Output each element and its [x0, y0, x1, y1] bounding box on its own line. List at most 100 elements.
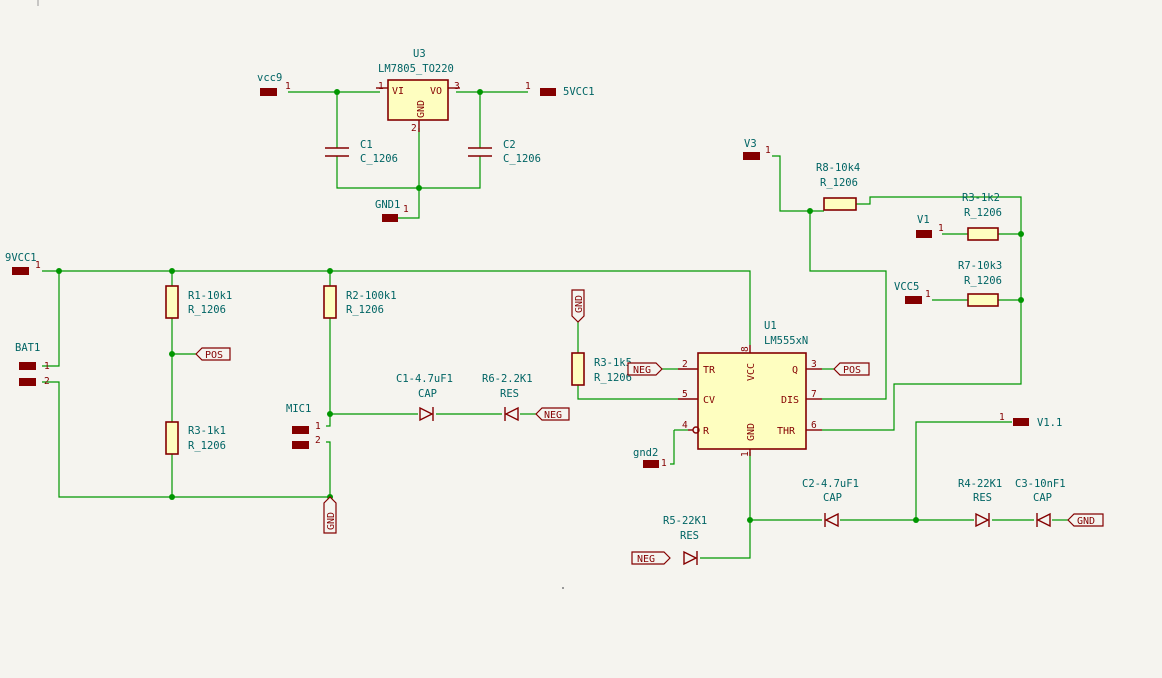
vcc9-label: vcc9: [257, 72, 282, 84]
u3-pin1: 1: [378, 81, 384, 92]
neg-3-text: NEG: [637, 554, 655, 565]
net-label-gnd-1[interactable]: GND: [323, 496, 337, 534]
u3-ref: U3: [413, 48, 426, 60]
r4-22k1-ref: R4-22K1: [958, 478, 1002, 490]
u3-pin2: 2: [411, 123, 417, 134]
vcc5-pin: 1: [925, 289, 931, 300]
bat1-ref: BAT1: [15, 342, 40, 354]
c1-4-7uf1-value: CAP: [418, 388, 437, 400]
connector-gnd2[interactable]: gnd2 1: [633, 447, 667, 469]
part-r4-22k1[interactable]: R4-22K1 RES: [958, 478, 1002, 528]
u1-gnd-label: GND: [746, 423, 757, 441]
mic1-pin1: 1: [315, 421, 321, 432]
v1-1-pin: 1: [999, 412, 1005, 423]
connector-v1-1[interactable]: V1.1 1: [999, 412, 1062, 429]
resistor-r7[interactable]: R7-10k3 R_1206: [958, 260, 1002, 307]
net-label-neg-3[interactable]: NEG: [631, 551, 671, 565]
net-label-neg-2[interactable]: NEG: [627, 362, 663, 376]
9vcc1-label: 9VCC1: [5, 252, 37, 264]
r7-value: R_1206: [964, 275, 1002, 287]
part-c2-4-7uf1[interactable]: C2-4.7uF1 CAP: [802, 478, 859, 528]
u3-value: LM7805_TO220: [378, 63, 454, 75]
resistor-r8[interactable]: R8-10k4 R_1206: [816, 162, 860, 211]
connector-gnd1[interactable]: GND1 1: [375, 199, 409, 222]
c2-4-7uf1-value: CAP: [823, 492, 842, 504]
r2-value: R_1206: [346, 304, 384, 316]
c3-10nf1-ref: C3-10nF1: [1015, 478, 1066, 490]
c1-4-7uf1-ref: C1-4.7uF1: [396, 373, 453, 385]
r4-22k1-value: RES: [973, 492, 992, 504]
u3-vo-label: VO: [430, 86, 442, 97]
timer-u1[interactable]: U1 LM555xN TR CV R Q DIS THR VCC GND 2 5…: [678, 320, 822, 457]
5vcc1-pin: 1: [525, 81, 531, 92]
net-label-gnd-3[interactable]: GND: [1067, 513, 1104, 527]
v1-pin: 1: [938, 223, 944, 234]
neg-1-text: NEG: [544, 410, 562, 421]
r3-1k5-value: R_1206: [594, 372, 632, 384]
r8-value: R_1206: [820, 177, 858, 189]
v3-label: V3: [744, 138, 757, 150]
r7-ref: R7-10k3: [958, 260, 1002, 272]
neg-2-text: NEG: [633, 365, 651, 376]
part-c3-10nf1[interactable]: C3-10nF1 CAP: [1015, 478, 1066, 528]
r1-value: R_1206: [188, 304, 226, 316]
u1-vcc-label: VCC: [746, 363, 757, 381]
battery-bat1[interactable]: BAT1 1 2: [15, 342, 50, 387]
net-label-neg-1[interactable]: NEG: [535, 407, 570, 421]
u1-pin1: 1: [740, 451, 751, 457]
r3-1k1-ref: R3-1k1: [188, 425, 226, 437]
c2-ref: C2: [503, 139, 516, 151]
sheet-markers: [37, 0, 564, 589]
r3-1k2-value: R_1206: [964, 207, 1002, 219]
u1-pin2: 2: [682, 359, 688, 370]
microphone-mic1[interactable]: MIC1 1 2: [286, 403, 321, 449]
v1-1-label: V1.1: [1037, 417, 1062, 429]
c1-ref: C1: [360, 139, 373, 151]
wires: [42, 91, 1068, 559]
c2-4-7uf1-ref: C2-4.7uF1: [802, 478, 859, 490]
r3-1k1-value: R_1206: [188, 440, 226, 452]
r6-2-2k1-ref: R6-2.2K1: [482, 373, 533, 385]
connector-9vcc1[interactable]: 9VCC1 1: [5, 252, 41, 275]
connector-5vcc1[interactable]: 5VCC1 1: [525, 81, 595, 98]
connector-vcc9[interactable]: vcc9 1: [257, 72, 291, 96]
net-label-gnd-2[interactable]: GND: [571, 289, 585, 323]
regulator-u3[interactable]: U3 LM7805_TO220 VI VO GND 1 3 2: [376, 48, 460, 134]
resistor-r1[interactable]: R1-10k1 R_1206: [165, 285, 232, 319]
part-r5-22k1[interactable]: R5-22K1 RES: [663, 515, 707, 566]
r3-1k5-ref: R3-1k5: [594, 357, 632, 369]
connector-vcc5[interactable]: VCC5 1: [894, 281, 931, 304]
v3-pin: 1: [765, 145, 771, 156]
connector-v3[interactable]: V3 1: [743, 138, 771, 160]
r2-ref: R2-100k1: [346, 290, 397, 302]
u1-thr-label: THR: [777, 426, 796, 437]
capacitor-c2[interactable]: C2 C_1206: [468, 139, 541, 165]
u1-pin5: 5: [682, 389, 688, 400]
gnd1-label: GND1: [375, 199, 400, 211]
r8-ref: R8-10k4: [816, 162, 860, 174]
gnd2-pin: 1: [661, 458, 667, 469]
vcc9-pin: 1: [285, 81, 291, 92]
u1-pin7: 7: [811, 389, 817, 400]
resistor-r3-1k2[interactable]: R3-1k2 R_1206: [962, 192, 1002, 241]
part-r6-2-2k1[interactable]: R6-2.2K1 RES: [482, 373, 533, 422]
gnd-1-text: GND: [326, 512, 337, 530]
resistor-r2[interactable]: R2-100k1 R_1206: [323, 285, 397, 319]
resistor-r3-1k1[interactable]: R3-1k1 R_1206: [165, 421, 226, 455]
connector-v1[interactable]: V1 1: [916, 214, 944, 238]
part-c1-4-7uf1[interactable]: C1-4.7uF1 CAP: [396, 373, 453, 422]
u3-pin3: 3: [454, 81, 460, 92]
pos-1-text: POS: [205, 350, 223, 361]
net-label-pos-1[interactable]: POS: [195, 347, 231, 361]
u1-pin8: 8: [740, 346, 751, 352]
mic1-pin2: 2: [315, 435, 321, 446]
resistor-r3-1k5[interactable]: R3-1k5 R_1206: [571, 352, 632, 386]
gnd-2-text: GND: [574, 295, 585, 313]
9vcc1-pin: 1: [35, 260, 41, 271]
u1-pin4: 4: [682, 420, 688, 431]
capacitor-c1[interactable]: C1 C_1206: [325, 139, 398, 165]
u1-tr-label: TR: [703, 365, 716, 376]
net-label-pos-2[interactable]: POS: [833, 362, 870, 376]
c1-value: C_1206: [360, 153, 398, 165]
